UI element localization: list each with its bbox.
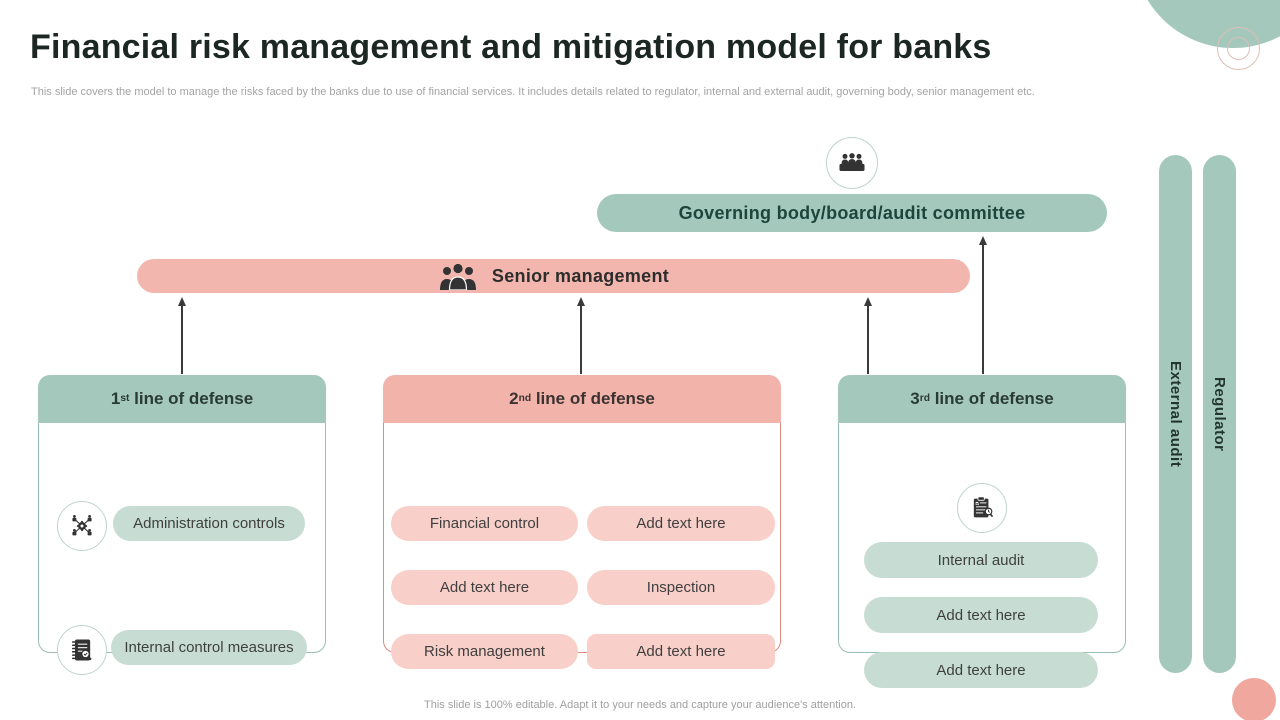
pill-label: Add text here [636,643,726,660]
arrow-line [982,245,984,374]
committee-icon-circle [826,137,878,189]
arrow-box3-to-senior [863,297,873,374]
audit-clipboard-icon [968,494,996,522]
regulator-label: Regulator [1211,376,1228,452]
first-line-item-pill: Administration controls [113,506,305,541]
ledger-magnifier-icon-circle [57,625,107,675]
second-line-body: Financial control Add text here Add text… [383,423,781,669]
pill-label: Inspection [646,579,716,596]
arrow-line [181,306,183,374]
second-line-pill: Inspection [587,570,775,605]
second-line-pill: Risk management [391,634,578,669]
regulator-bar: Regulator [1203,155,1236,673]
third-line-pill: Add text here [864,652,1098,688]
slide-subtitle: This slide covers the model to manage th… [31,86,1035,98]
pill-label: Add text here [936,606,1026,624]
governing-body-label: Governing body/board/audit committee [678,202,1026,223]
senior-management-pill: Senior management [137,259,970,293]
first-line-item-pill: Internal control measures [111,630,307,665]
pill-label: Risk management [424,643,545,660]
header-number: 1 [110,389,121,408]
arrow-box1-to-senior [177,297,187,374]
header-text: line of defense [535,389,655,408]
arrow-head-icon [979,236,987,245]
arrow-box3-to-governing [978,236,988,374]
page-title: Financial risk management and mitigation… [30,28,992,66]
committee-icon [838,152,866,174]
pill-label: Add text here [636,515,726,532]
pill-label: Internal audit [937,551,1025,569]
header-text: line of defense [934,389,1054,408]
second-line-pill: Financial control [391,506,578,541]
first-line-body: Administration controls [38,423,326,675]
header-number: 2 [509,389,519,408]
pill-label: Add text here [936,661,1026,679]
people-group-icon [438,263,478,290]
ring-decoration-outer [1217,27,1260,70]
audit-clipboard-icon-circle [957,483,1007,533]
second-line-pill: Add text here [587,506,775,541]
arrow-head-icon [178,297,186,306]
external-audit-bar: External audit [1159,155,1192,673]
senior-management-label: Senior management [491,265,670,286]
admin-network-gear-icon [68,512,96,540]
second-line-pill: Add text here [587,634,775,669]
second-line-pill: Add text here [391,570,578,605]
pill-label: Add text here [439,579,530,596]
third-line-pill: Internal audit [864,542,1098,578]
arrow-line [867,306,869,374]
arrow-head-icon [577,297,585,306]
pill-label: Financial control [429,515,540,532]
header-number: 3 [910,389,920,408]
ledger-magnifier-icon [68,636,96,664]
footer-note: This slide is 100% editable. Adapt it to… [424,699,856,711]
ring-decoration-inner [1227,37,1250,60]
pill-label: Internal control measures [124,639,294,656]
third-line-pill: Add text here [864,597,1098,633]
external-audit-label: External audit [1167,360,1184,468]
governing-body-pill: Governing body/board/audit committee [597,194,1107,232]
header-text: line of defense [134,389,254,408]
admin-network-gear-icon-circle [57,501,107,551]
arrow-line [580,306,582,374]
third-line-body: Internal audit Add text here Add text he… [838,423,1126,688]
arrow-box2-to-senior [576,297,586,374]
pink-corner-dot-decoration [1232,678,1276,720]
pill-label: Administration controls [133,515,285,532]
arrow-head-icon [864,297,872,306]
